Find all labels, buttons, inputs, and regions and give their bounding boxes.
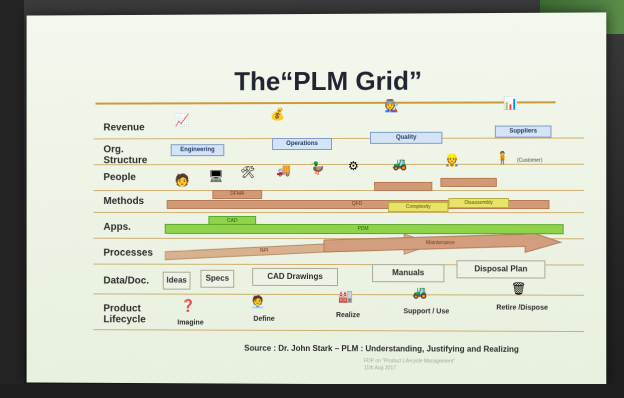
- duck-icon: 🦆: [310, 160, 325, 176]
- slide-footer: FDP on "Product Lifecycle Management" 11…: [364, 358, 455, 372]
- maintenance-arrow: [324, 233, 561, 253]
- realize-icon: 🏭: [338, 289, 353, 304]
- method-bar: [374, 181, 433, 191]
- lifecycle-realize: Realize: [335, 312, 361, 320]
- org-box-suppliers: Suppliers: [494, 125, 552, 138]
- org-box-quality: Quality: [370, 131, 443, 144]
- worker-icon: 👷: [444, 152, 460, 167]
- computer-icon: 🖥: [208, 169, 224, 184]
- lifecycle-retire-dispose: Retire /Dispose: [496, 304, 548, 312]
- chart-board-icon: 📊: [502, 96, 519, 111]
- row-label-org: Org. Structure: [103, 144, 148, 167]
- row-label-people: People: [103, 172, 136, 184]
- question-icon: ❓: [180, 298, 196, 313]
- org-box-engineering: Engineering: [170, 144, 225, 157]
- doc-disposal-plan: Disposal Plan: [456, 260, 546, 279]
- row-label-data-doc: Data/Doc.: [103, 275, 150, 287]
- ceiling: [0, 0, 540, 16]
- doc-ideas: Ideas: [162, 271, 191, 290]
- npi-arrow: [164, 233, 435, 260]
- process-arrows: [164, 233, 566, 265]
- tools-icon: 🛠: [240, 165, 256, 180]
- chart-icon: 📈: [174, 113, 190, 128]
- row-divider: [93, 189, 584, 192]
- machine-icon: ⚙: [348, 158, 359, 173]
- process-npi: NPI: [259, 247, 269, 254]
- row-label-revenue: Revenue: [103, 122, 145, 134]
- row-divider: [93, 211, 584, 214]
- row-divider: [93, 329, 584, 333]
- org-box-operations: Operations: [272, 137, 332, 151]
- row-divider: [93, 137, 584, 140]
- money-bag-icon: 💰: [270, 107, 285, 122]
- support-icon: 🚜: [412, 285, 428, 300]
- row-label-processes: Processes: [103, 247, 153, 259]
- method-disassembly: Disassembly: [448, 197, 509, 209]
- worker-icon: 🧑‍🏭: [384, 98, 400, 113]
- row-divider: [93, 163, 584, 166]
- doc-manuals: Manuals: [372, 264, 445, 283]
- customer-icon: 🧍: [494, 150, 510, 165]
- row-label-methods: Methods: [103, 196, 145, 207]
- left-wall: [0, 0, 24, 398]
- method-complexity: Complexity: [388, 202, 449, 213]
- bin-icon: 🗑: [511, 281, 527, 296]
- source-citation: Source : Dr. John Stark – PLM : Understa…: [244, 343, 519, 354]
- define-icon: 🧑‍💼: [250, 294, 266, 309]
- app-pdm: PDM: [164, 223, 564, 235]
- forklift-icon: 🚜: [392, 156, 408, 171]
- footer-line-2: 11th Aug 2017: [364, 365, 397, 372]
- lifecycle-imagine: Imagine: [177, 319, 204, 327]
- method-bar: [440, 177, 497, 187]
- lifecycle-define: Define: [253, 315, 275, 323]
- row-label-lifecycle: Product Lifecycle: [103, 303, 146, 326]
- method-dfma: DFMA: [212, 190, 263, 199]
- truck-icon: 🚚: [276, 163, 291, 178]
- person-icon: 🧑: [174, 173, 190, 188]
- title-rule: [95, 101, 556, 105]
- doc-specs: Specs: [200, 269, 235, 288]
- process-maintenance: Maintenance: [425, 240, 455, 247]
- doc-cad-drawings: CAD Drawings: [252, 267, 339, 287]
- floor-shadow: [0, 384, 624, 398]
- lifecycle-support-use: Support / Use: [403, 308, 450, 316]
- slide-title: The“PLM Grid”: [234, 65, 423, 97]
- row-label-apps: Apps.: [103, 221, 131, 233]
- customer-note: (Customer): [517, 157, 543, 164]
- projector-screen: The“PLM Grid” Revenue Org. Structure Peo…: [26, 12, 607, 386]
